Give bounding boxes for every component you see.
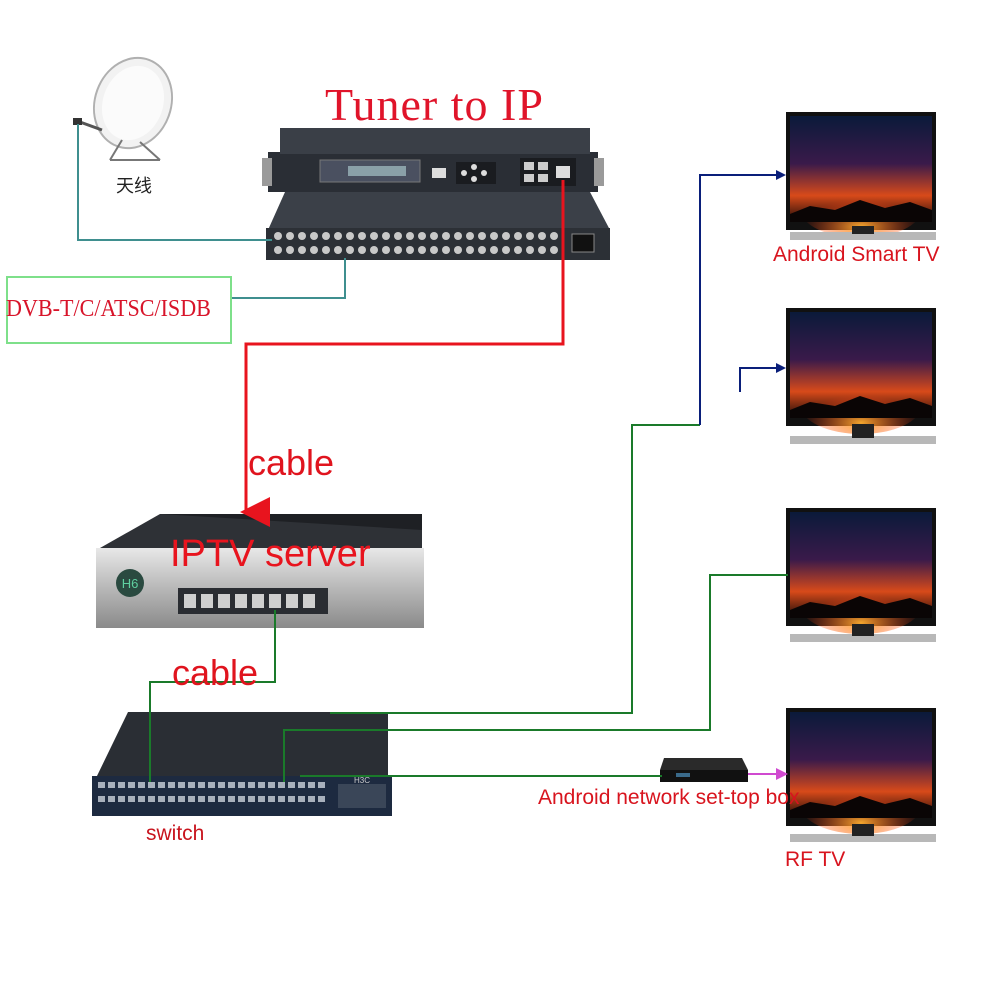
iptv-badge: H6 <box>122 576 139 591</box>
standards-label-box <box>6 276 232 344</box>
set-top-box-device <box>660 758 748 782</box>
diagram-title: Tuner to IP <box>325 79 544 130</box>
tv-monitor-4 <box>786 708 936 842</box>
switch-label: switch <box>146 822 205 845</box>
tv-monitor-1 <box>786 112 936 240</box>
tv-monitor-2 <box>786 308 936 444</box>
cable-label-top: cable <box>248 442 335 483</box>
switch-to-tv3-line <box>283 574 788 782</box>
tuner-device-rear <box>266 192 610 260</box>
android-smart-tv-label: Android Smart TV <box>773 243 940 266</box>
standards-link-line <box>232 258 346 299</box>
tuner-to-server-cable-line <box>240 180 565 527</box>
iptv-server-label: IPTV server <box>170 533 371 575</box>
rf-tv-label: RF TV <box>785 848 846 871</box>
rf-tv-arrow-icon <box>776 768 788 780</box>
server-to-switch-line <box>149 610 276 782</box>
switch-badge: H3C <box>354 776 370 785</box>
tv2-navy-link-line <box>739 367 784 392</box>
satellite-dish-icon <box>73 56 174 161</box>
tuner-device-front <box>262 128 604 192</box>
cable-label-bottom: cable <box>172 652 259 693</box>
tv1-arrow-icon <box>776 170 786 180</box>
set-top-box-label: Android network set-top box <box>538 786 800 809</box>
network-switch-device: H3C <box>92 712 392 816</box>
tv-monitor-3 <box>786 508 936 642</box>
antenna-link-line <box>77 124 272 241</box>
tv2-arrow-icon <box>776 363 786 373</box>
standards-label: DVB-T/C/ATSC/ISDB <box>6 296 211 322</box>
antenna-label: 天线 <box>116 176 152 196</box>
tv1-navy-link-line <box>699 174 784 425</box>
switch-to-tv1-line <box>330 424 700 714</box>
iptv-server-device: H6 <box>96 514 424 628</box>
